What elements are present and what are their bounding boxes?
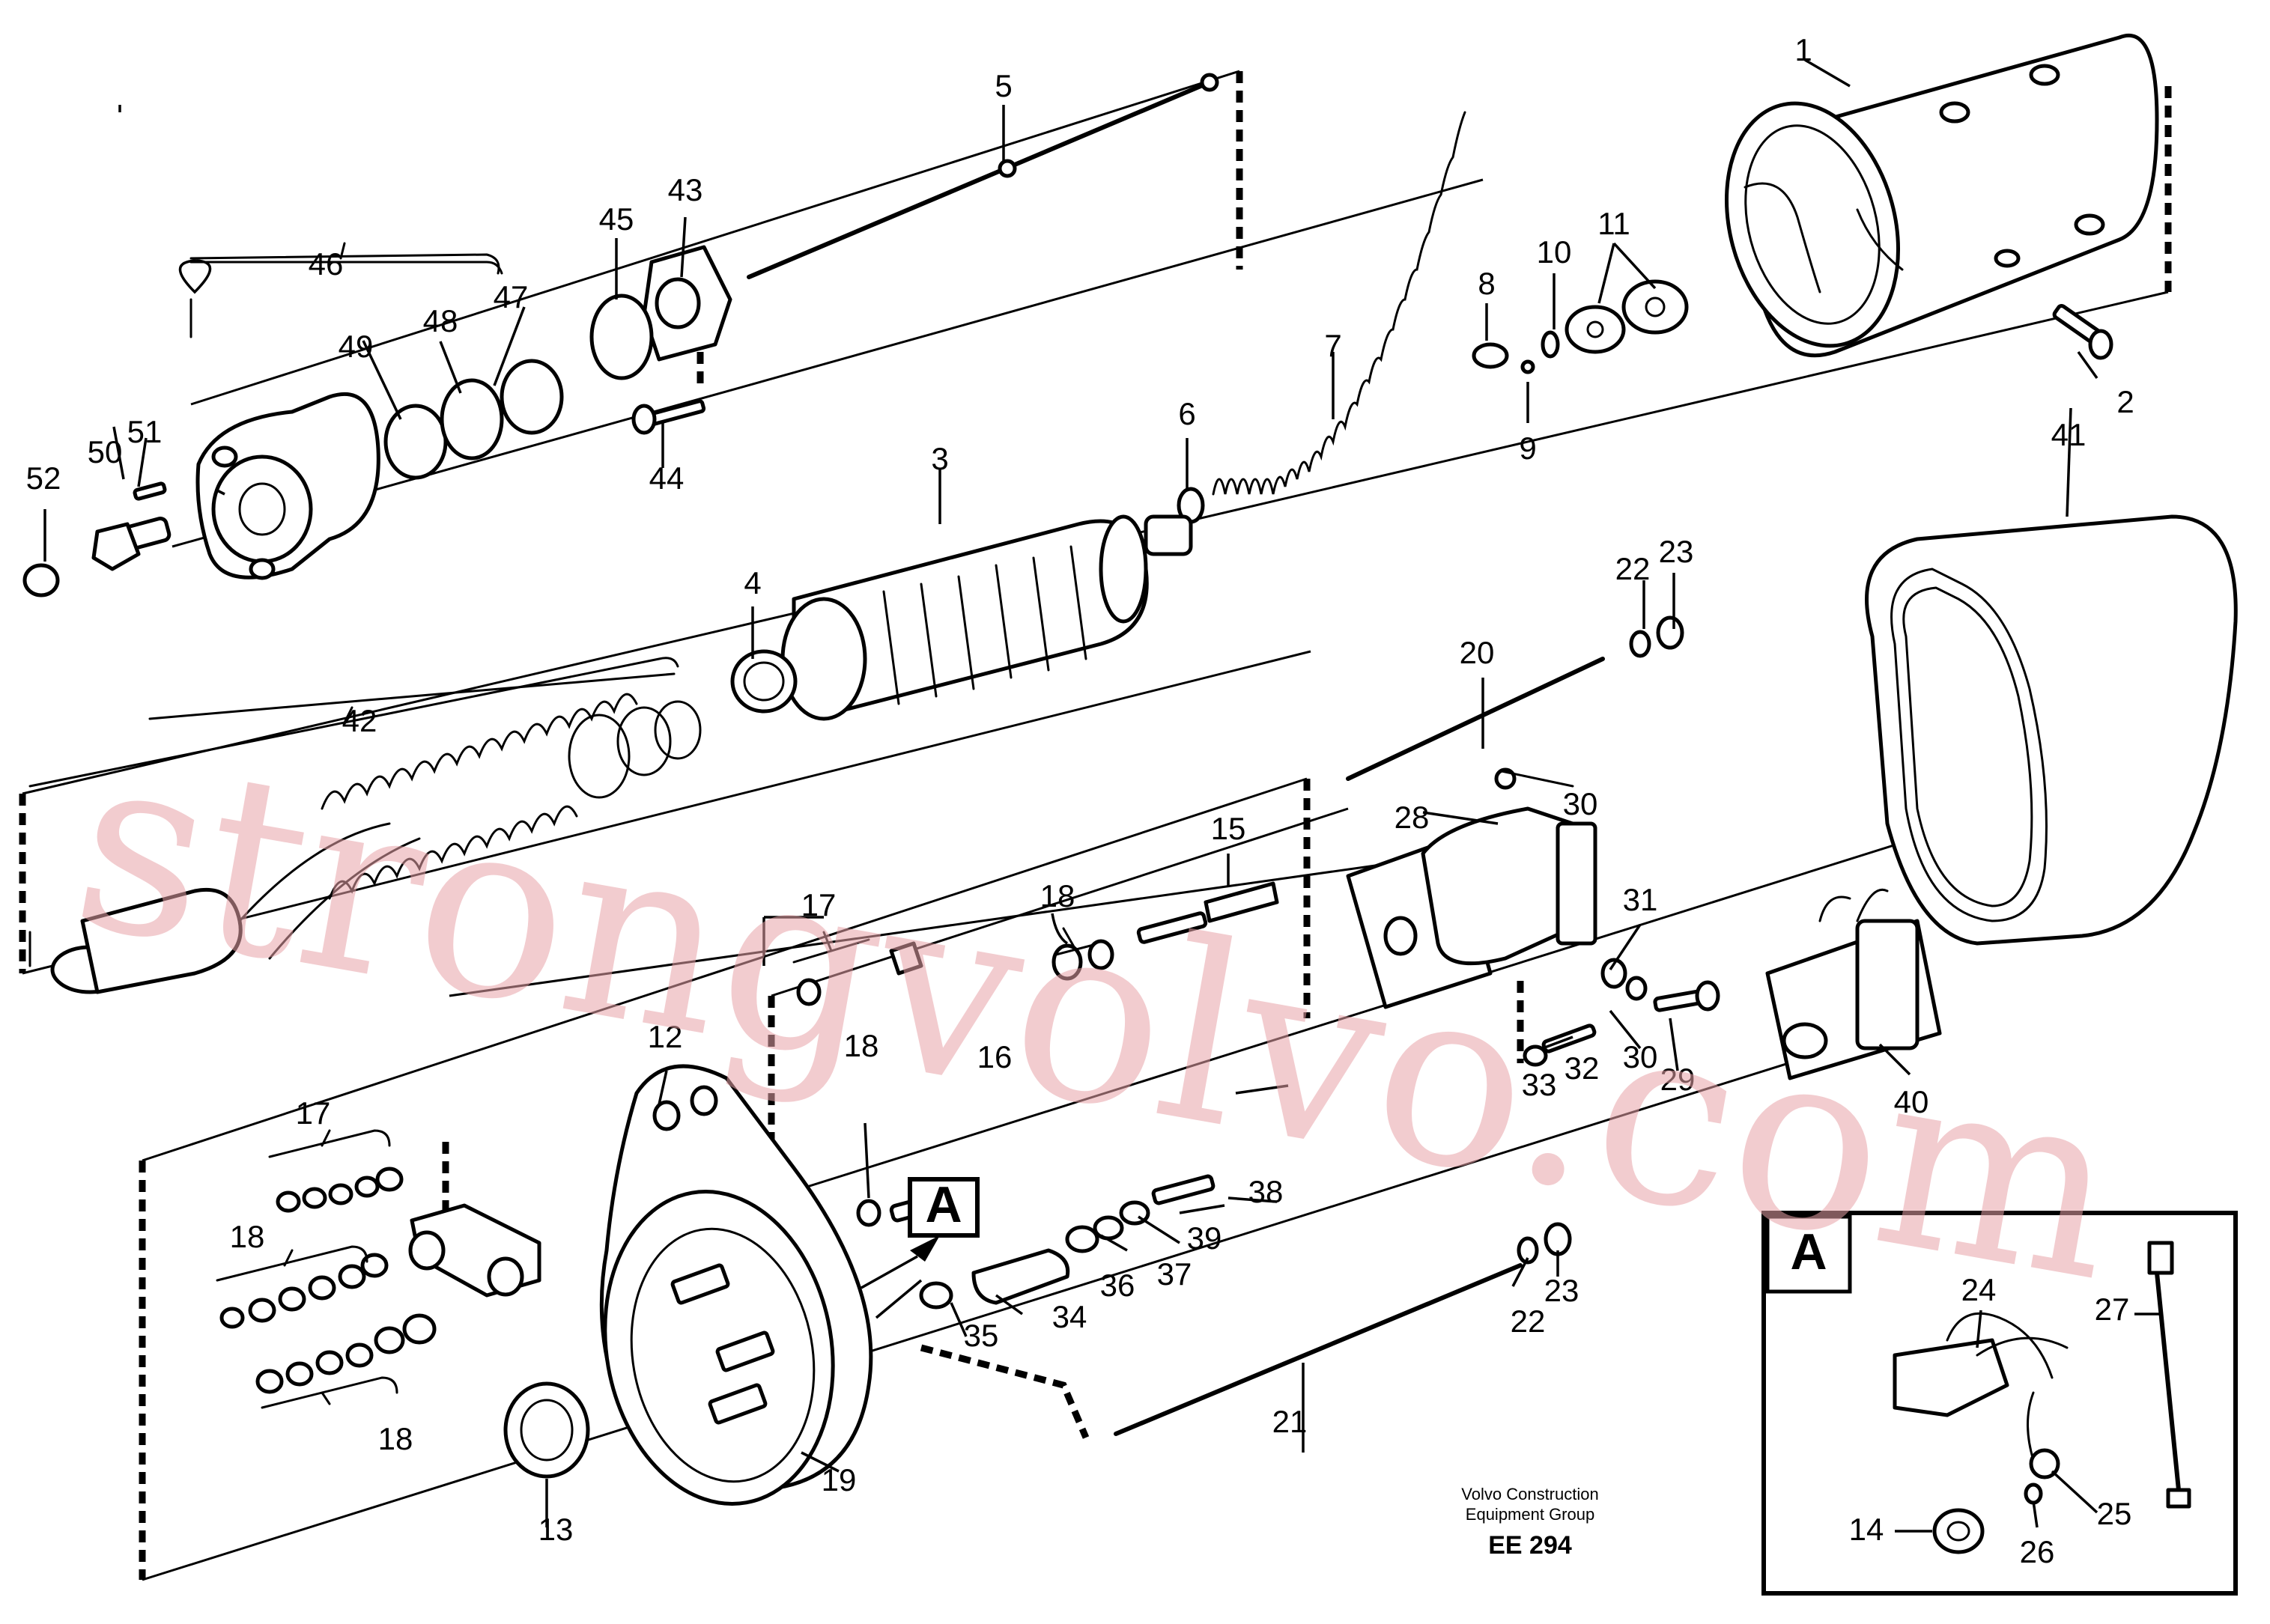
terminal-stack-lower: [919, 1174, 1216, 1310]
part-label-18c: 18: [378, 1421, 413, 1456]
part-label-4: 4: [744, 565, 761, 600]
tie-rod-lower: [1114, 1222, 1572, 1436]
part-label-13: 13: [538, 1512, 574, 1547]
callout-leaders: [28, 58, 2098, 1527]
assembly-frame-lines: [19, 71, 2172, 1580]
part-label-18b: 18: [230, 1219, 265, 1254]
part-label-35: 35: [964, 1318, 999, 1353]
housing-screw: [2052, 304, 2113, 360]
part-label-18d: 18: [844, 1028, 879, 1063]
spring: [1212, 111, 1466, 496]
part-label-16: 16: [977, 1039, 1013, 1074]
caption-line-2: Equipment Group: [1466, 1505, 1594, 1524]
part-label-12: 12: [648, 1019, 683, 1054]
part-label-14: 14: [1849, 1512, 1884, 1547]
part-label-49: 49: [339, 329, 374, 364]
armature: [780, 514, 1193, 721]
part-label-9: 9: [1519, 431, 1536, 466]
part-label-30a: 30: [1563, 786, 1598, 821]
part-label-15: 15: [1211, 811, 1246, 846]
drive-assembly: [50, 693, 702, 994]
part-label-41: 41: [2051, 417, 2087, 452]
washer-set-top: [1472, 279, 1689, 374]
pinion-set: [22, 481, 172, 597]
part-label-36: 36: [1100, 1268, 1135, 1303]
part-label-2: 2: [2116, 384, 2134, 419]
part-label-22a: 22: [1615, 551, 1651, 586]
part-label-6: 6: [1178, 396, 1195, 431]
washer-stacks-left: [219, 1167, 541, 1394]
part-label-31: 31: [1623, 882, 1658, 917]
part-label-29: 29: [1660, 1062, 1696, 1097]
bearing-48: [440, 378, 504, 460]
part-label-48: 48: [423, 303, 458, 338]
detail-inset-a: A: [1761, 1211, 2238, 1596]
part-label-10: 10: [1537, 234, 1572, 270]
part-label-51: 51: [127, 414, 163, 449]
part-label-18a: 18: [1040, 878, 1075, 913]
part-label-26: 26: [2020, 1534, 2055, 1569]
part-label-7: 7: [1324, 328, 1341, 363]
part-label-34: 34: [1052, 1299, 1087, 1334]
part-label-30b: 30: [1623, 1039, 1658, 1074]
part-label-42: 42: [342, 703, 377, 738]
tie-rod-upper: [1346, 615, 1684, 781]
part-label-40: 40: [1894, 1084, 1929, 1119]
part-label-50: 50: [88, 434, 123, 469]
flange-bolt: [631, 399, 706, 435]
part-label-46: 46: [309, 246, 344, 282]
part-label-32: 32: [1565, 1050, 1600, 1086]
group-braces: [28, 242, 1574, 1409]
part-label-20: 20: [1460, 635, 1495, 670]
part-label-23b: 23: [1544, 1273, 1579, 1308]
end-shield: [195, 392, 380, 580]
commutator-end-frame: [599, 1064, 873, 1506]
caption-line-1: Volvo Construction: [1461, 1485, 1598, 1503]
part-label-25: 25: [2097, 1496, 2132, 1531]
detail-pointer-label: A: [925, 1176, 962, 1233]
part-label-17b: 17: [296, 1095, 331, 1131]
relay: [1765, 889, 1942, 1080]
part-label-33: 33: [1522, 1067, 1557, 1102]
part-label-1: 1: [1794, 32, 1812, 67]
part-label-45: 45: [599, 201, 634, 237]
part-label-24: 24: [1961, 1272, 1997, 1307]
field-frame-band: [1865, 514, 2238, 946]
part-label-8: 8: [1478, 266, 1495, 301]
part-label-44: 44: [649, 460, 685, 496]
part-label-27: 27: [2095, 1292, 2130, 1327]
solenoid: [1346, 767, 1597, 1009]
part-label-21: 21: [1272, 1404, 1308, 1439]
part-number-labels: 1 2 3 4 5 6 7 8 9 10 11 12 13 14 15 16 1…: [26, 32, 2134, 1569]
part-label-5: 5: [995, 68, 1012, 103]
part-label-47: 47: [494, 279, 529, 314]
part-label-37: 37: [1157, 1256, 1192, 1292]
publisher-caption: Volvo Construction Equipment Group EE 29…: [1461, 1485, 1598, 1560]
bushing-49: [383, 404, 448, 480]
illustration-code: EE 294: [1488, 1531, 1572, 1560]
ring-47: [500, 359, 564, 435]
part-label-52: 52: [26, 460, 61, 496]
terminal-parts-upper: [796, 881, 1279, 1227]
long-rod-top: [747, 73, 1219, 279]
motor-housing: [1724, 33, 2159, 358]
detail-inset-label: A: [1790, 1223, 1827, 1280]
part-label-43: 43: [668, 172, 703, 207]
part-label-17a: 17: [801, 887, 837, 922]
bushing-13: [503, 1381, 590, 1479]
detail-pointer-box: A: [861, 1176, 980, 1289]
part-label-39: 39: [1187, 1220, 1222, 1256]
part-label-11: 11: [1597, 206, 1630, 241]
part-label-19: 19: [822, 1462, 857, 1497]
part-label-3: 3: [931, 441, 948, 476]
part-label-22b: 22: [1511, 1304, 1546, 1339]
part-label-23a: 23: [1659, 534, 1694, 569]
flange-plate: [642, 245, 732, 362]
armature-bearing: [730, 649, 798, 714]
o-ring: [589, 294, 654, 380]
part-label-28: 28: [1395, 800, 1430, 835]
part-label-38: 38: [1248, 1174, 1284, 1209]
